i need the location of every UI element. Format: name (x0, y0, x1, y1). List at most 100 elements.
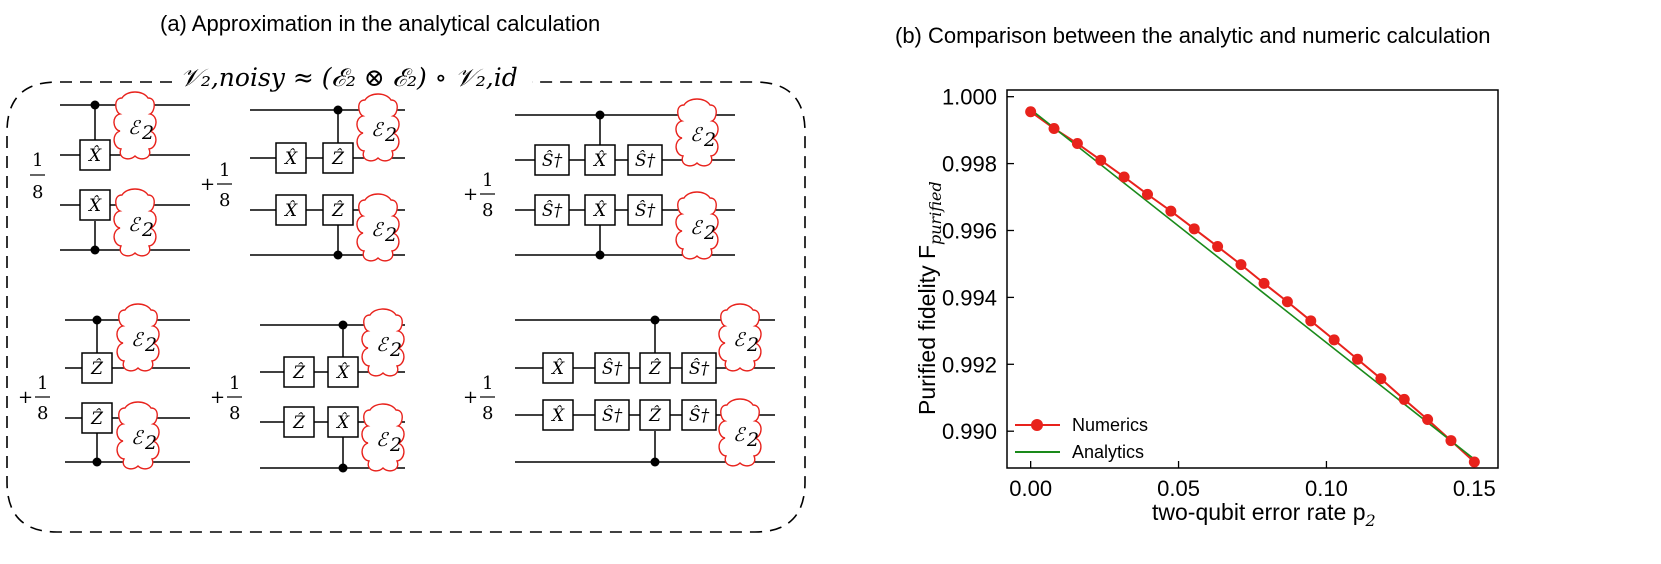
numerics-point (1212, 241, 1224, 253)
svg-text:X̂: X̂ (335, 413, 350, 433)
svg-text:1: 1 (482, 373, 493, 394)
gate-z: Ẑ (81, 402, 113, 434)
svg-text:Ŝ†: Ŝ† (602, 358, 623, 379)
gate-s-dagger: Ŝ† (534, 144, 570, 176)
svg-text:2: 2 (389, 339, 402, 361)
gate-x: X̂ (327, 356, 359, 388)
x-tick-label: 0.00 (1009, 476, 1052, 501)
svg-text:ℰ: ℰ (128, 214, 142, 236)
svg-text:8: 8 (482, 200, 493, 221)
y-tick-label: 1.000 (942, 85, 997, 110)
gate-s-dagger: Ŝ† (681, 352, 717, 384)
svg-text:ℰ: ℰ (128, 117, 142, 139)
legend: Numerics Analytics (1015, 415, 1148, 462)
panel-a-caption: (a) Approximation in the analytical calc… (160, 11, 600, 36)
numerics-point (1235, 259, 1247, 271)
svg-text:2: 2 (141, 122, 154, 144)
gate-z: Ẑ (283, 406, 315, 438)
svg-text:X̂: X̂ (550, 359, 565, 379)
svg-text:1: 1 (482, 170, 493, 191)
gate-x: X̂ (584, 144, 616, 176)
svg-text:Ẑ: Ẑ (648, 405, 662, 426)
coefficient-3: + 1 8 (463, 170, 495, 221)
numerics-point (1141, 188, 1153, 200)
control-dot (92, 457, 102, 467)
gate-x: X̂ (542, 352, 574, 384)
numerics-point (1118, 171, 1130, 183)
y-tick-label: 0.996 (942, 218, 997, 243)
gate-s-dagger: Ŝ† (534, 194, 570, 226)
control-dot (90, 100, 100, 110)
svg-text:Ẑ: Ẑ (90, 358, 104, 379)
svg-text:8: 8 (219, 190, 230, 211)
svg-text:+: + (200, 174, 215, 195)
numerics-point (1328, 334, 1340, 346)
control-dot (333, 250, 343, 260)
gate-s-dagger: Ŝ† (594, 352, 630, 384)
svg-text:Ŝ†: Ŝ† (542, 200, 563, 221)
svg-text:Ẑ: Ẑ (292, 362, 306, 383)
svg-text:ℰ: ℰ (376, 334, 390, 356)
svg-text:2: 2 (384, 224, 397, 246)
svg-text:+: + (463, 387, 478, 408)
gate-x: X̂ (275, 194, 307, 226)
svg-text:+: + (18, 387, 33, 408)
noisy-gate-equation: 𝒱₂,noisy ≈ (ℰ₂ ⊗ ℰ₂) ∘ 𝒱₂,id (180, 63, 518, 92)
coefficient-1: 1 8 (30, 150, 45, 203)
gate-z: Ẑ (322, 194, 354, 226)
svg-text:8: 8 (229, 403, 240, 424)
numerics-point (1375, 373, 1387, 385)
svg-text:2: 2 (389, 434, 402, 456)
control-dot (333, 105, 343, 115)
numerics-point (1468, 456, 1480, 468)
y-tick-label: 0.990 (942, 419, 997, 444)
numerics-point (1165, 205, 1177, 217)
svg-text:ℰ: ℰ (733, 424, 747, 446)
gate-x: X̂ (584, 194, 616, 226)
svg-text:Ŝ†: Ŝ† (635, 200, 656, 221)
svg-text:ℰ: ℰ (733, 329, 747, 351)
svg-text:2: 2 (703, 129, 716, 151)
svg-text:Ẑ: Ẑ (331, 148, 345, 169)
y-tick-label: 0.998 (942, 152, 997, 177)
numerics-point (1445, 435, 1457, 447)
svg-text:ℰ: ℰ (131, 329, 145, 351)
svg-text:2: 2 (144, 432, 157, 454)
numerics-point (1281, 296, 1293, 308)
coefficient-6: + 1 8 (463, 373, 495, 424)
svg-text:Ŝ†: Ŝ† (689, 405, 710, 426)
svg-text:ℰ: ℰ (376, 429, 390, 451)
gate-s-dagger: Ŝ† (681, 399, 717, 431)
numerics-point (1071, 138, 1083, 150)
svg-text:ℰ: ℰ (690, 124, 704, 146)
control-dot (90, 245, 100, 255)
x-axis-label: two-qubit error rate p2 (1152, 499, 1376, 530)
gate-x: X̂ (79, 139, 111, 171)
svg-text:2: 2 (384, 124, 397, 146)
numerics-point (1188, 223, 1200, 235)
panel-b-caption: (b) Comparison between the analytic and … (895, 23, 1491, 48)
svg-text:X̂: X̂ (283, 201, 298, 221)
svg-text:Ẑ: Ẑ (331, 200, 345, 221)
svg-text:ℰ: ℰ (131, 427, 145, 449)
dashed-frame (6, 81, 806, 533)
svg-text:2: 2 (141, 219, 154, 241)
gate-z: Ẑ (639, 352, 671, 384)
svg-text:1: 1 (229, 373, 240, 394)
legend-numerics-label: Numerics (1072, 415, 1148, 435)
gate-z: Ẑ (81, 352, 113, 384)
svg-text:X̂: X̂ (592, 151, 607, 171)
